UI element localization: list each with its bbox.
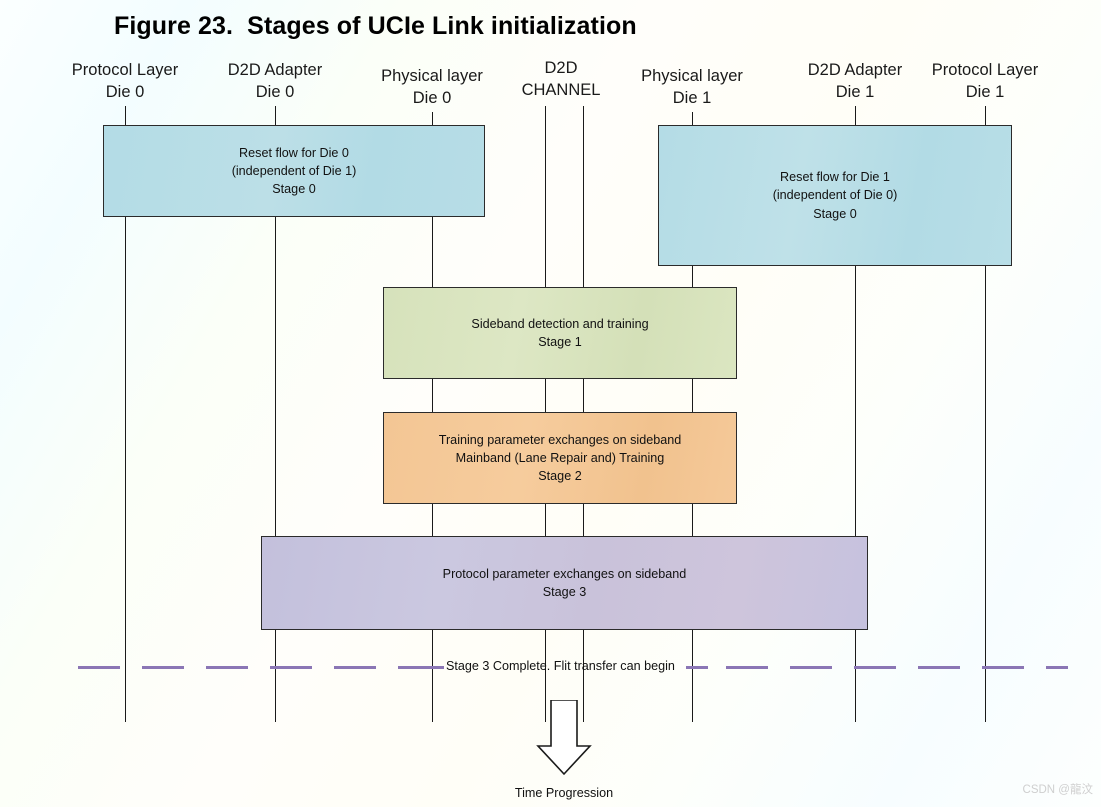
column-header-d2d-channel: D2D CHANNEL: [411, 58, 711, 102]
column-header-line1: Protocol Layer: [931, 61, 1039, 79]
stage-2-line: Training parameter exchanges on sideband: [438, 432, 682, 447]
stage-3-line: Protocol parameter exchanges on sideband: [442, 566, 687, 581]
stage3-complete-dash-segment: [334, 666, 376, 669]
lifeline-adapter-die0: [275, 106, 276, 722]
stage3-complete-dash-segment: [726, 666, 768, 669]
stage-2-line: Stage 2: [538, 469, 582, 484]
stage-0-die1-line: (independent of Die 0): [772, 188, 898, 203]
stage3-complete-dash-segment: [206, 666, 248, 669]
stage3-complete-dash-segment: [790, 666, 832, 669]
column-header-line2: CHANNEL: [521, 80, 601, 99]
stage3-complete-dash-segment: [1046, 666, 1068, 669]
column-header-physical-layer-die1: Physical layer Die 1: [542, 66, 842, 110]
stage-0-die1-line: Reset flow for Die 1: [780, 170, 890, 185]
column-header-protocol-layer-die1: Protocol Layer Die 1: [835, 60, 1101, 104]
time-progression-label: Time Progression: [514, 786, 614, 800]
stage3-complete-dash-segment: [918, 666, 960, 669]
stage-2[interactable]: Training parameter exchanges on sideband…: [383, 412, 737, 504]
lifeline-protocol-die1: [985, 106, 986, 722]
stage3-complete-dash-segment: [982, 666, 1024, 669]
stage3-complete-dash-segment: [78, 666, 120, 669]
column-header-line1: Protocol Layer: [71, 61, 179, 79]
column-header-line1: D2D Adapter: [227, 61, 323, 79]
stage-2-line: Mainband (Lane Repair and) Training: [455, 450, 665, 465]
column-header-line2: Die 1: [835, 82, 875, 101]
stage3-complete-dash-segment: [398, 666, 444, 669]
column-header-line2: Die 1: [672, 88, 712, 107]
stage-0-die0-line: Reset flow for Die 0: [239, 145, 349, 160]
watermark: CSDN @龍汶: [1022, 784, 1093, 796]
stage-1-line: Sideband detection and training: [471, 316, 649, 331]
column-header-d2d-adapter-die1: D2D Adapter Die 1: [705, 60, 1005, 104]
stage3-complete-dash-segment: [142, 666, 184, 669]
stage3-complete-dash-segment: [270, 666, 312, 669]
figure-title: Figure 23. Stages of UCIe Link initializ…: [114, 12, 637, 40]
time-progression-arrow-shape: [536, 700, 592, 776]
time-progression-arrow: [536, 700, 592, 776]
column-header-physical-layer-die0: Physical layer Die 0: [282, 66, 582, 110]
column-header-line1: D2D: [544, 59, 578, 77]
stage-0-die1-text: Reset flow for Die 1 (independent of Die …: [773, 168, 898, 223]
column-header-line1: Physical layer: [381, 67, 483, 85]
stage-3[interactable]: Protocol parameter exchanges on sideband…: [261, 536, 868, 630]
column-header-line2: Die 0: [255, 82, 295, 101]
lifeline-protocol-die0: [125, 106, 126, 722]
column-header-line2: Die 0: [412, 88, 452, 107]
stage-3-text: Protocol parameter exchanges on sideband…: [443, 565, 687, 602]
stage-0-die1[interactable]: Reset flow for Die 1 (independent of Die …: [658, 125, 1012, 266]
column-header-line1: D2D Adapter: [807, 61, 903, 79]
column-header-d2d-adapter-die0: D2D Adapter Die 0: [125, 60, 425, 104]
stage-0-die0-line: Stage 0: [272, 182, 316, 197]
column-header-line2: Die 1: [965, 82, 1005, 101]
stage3-complete-label: Stage 3 Complete. Flit transfer can begi…: [446, 659, 675, 673]
lifeline-adapter-die1: [855, 106, 856, 722]
column-header-line1: Physical layer: [641, 67, 743, 85]
stage-3-line: Stage 3: [542, 585, 587, 599]
stage-0-die0-text: Reset flow for Die 0 (independent of Die …: [232, 144, 357, 199]
column-header-line2: Die 0: [105, 82, 145, 101]
stage-0-die1-line: Stage 0: [813, 206, 857, 221]
stage3-complete-dash-segment: [686, 666, 708, 669]
stage-0-die0-line: (independent of Die 1): [231, 163, 357, 178]
stage-2-text: Training parameter exchanges on sideband…: [439, 431, 681, 486]
stage3-complete-dash-segment: [854, 666, 896, 669]
stage-1-line: Stage 1: [538, 335, 582, 349]
stage-0-die0[interactable]: Reset flow for Die 0 (independent of Die …: [103, 125, 485, 217]
column-header-protocol-layer-die0: Protocol Layer Die 0: [0, 60, 275, 104]
